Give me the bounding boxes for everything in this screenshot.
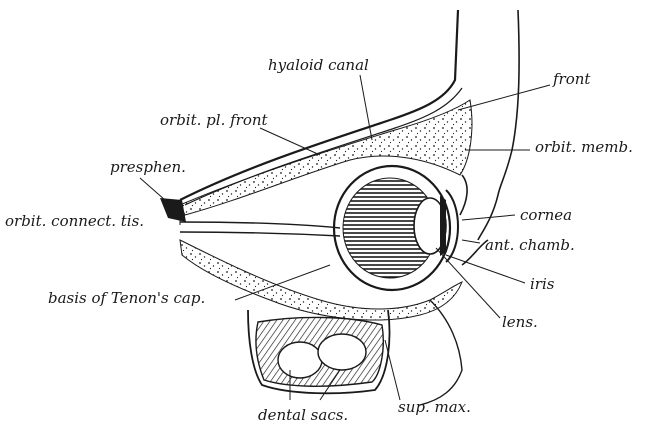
cornea xyxy=(446,190,458,262)
iris xyxy=(440,196,446,256)
label-cornea: cornea xyxy=(520,206,572,224)
dental-sac-right xyxy=(318,334,366,370)
upper-eyelid xyxy=(460,175,467,215)
label-orbit-pl-front: orbit. pl. front xyxy=(160,111,269,129)
label-iris: iris xyxy=(530,275,555,293)
label-ant-chamb: ant. chamb. xyxy=(485,236,575,254)
label-dental-sacs: dental sacs. xyxy=(258,406,348,424)
label-lens: lens. xyxy=(502,313,538,331)
label-orbit-memb: orbit. memb. xyxy=(535,138,633,156)
dental-sac-left xyxy=(278,342,322,378)
label-orbit-connect-tis: orbit. connect. tis. xyxy=(5,212,144,230)
label-front: front xyxy=(552,70,591,88)
label-basis-tenon: basis of Tenon's cap. xyxy=(48,289,205,307)
facial-profile xyxy=(478,10,519,240)
label-presphen: presphen. xyxy=(110,158,186,176)
label-hyaloid-canal: hyaloid canal xyxy=(268,56,369,74)
presphenoid xyxy=(160,198,186,222)
label-sup-max: sup. max. xyxy=(398,398,471,416)
